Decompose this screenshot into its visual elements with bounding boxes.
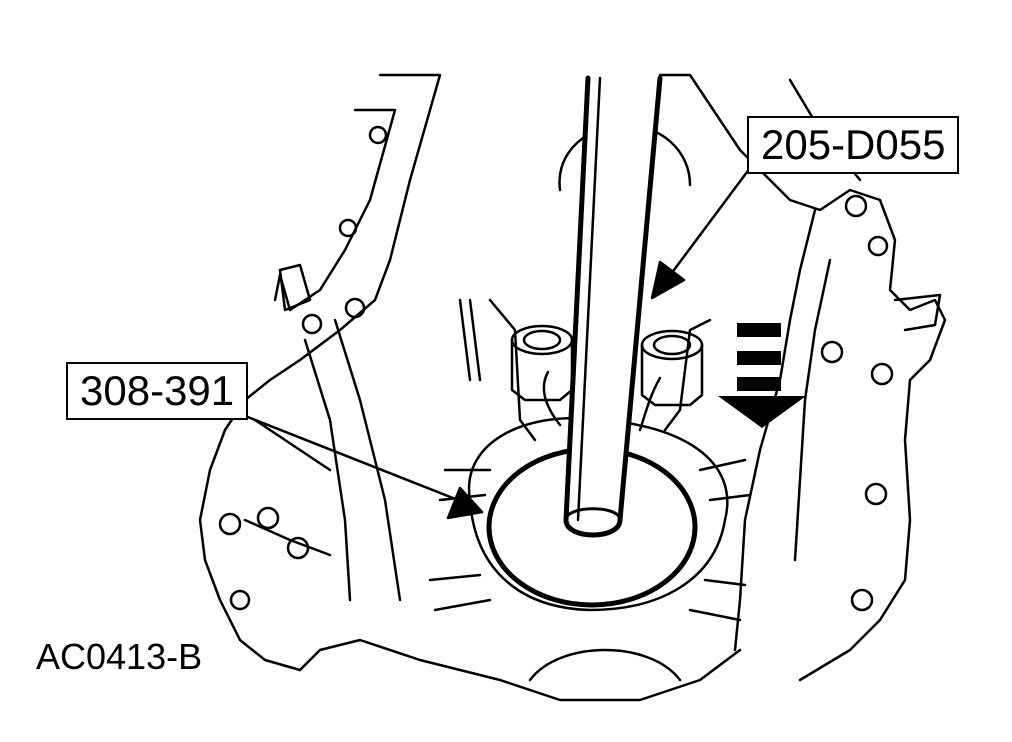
tool-shaft bbox=[563, 75, 663, 538]
housing-web-2 bbox=[458, 298, 482, 382]
dowel-right bbox=[640, 343, 704, 407]
bolt-hole bbox=[218, 512, 242, 536]
tool-shaft-end bbox=[564, 507, 622, 522]
case-rib-right bbox=[793, 258, 832, 562]
dowel-right-bore bbox=[652, 334, 692, 356]
bolt-hole bbox=[850, 588, 874, 612]
case-rib-left-2 bbox=[333, 318, 402, 602]
dowel-right-top bbox=[640, 329, 704, 361]
bolt-hole bbox=[870, 362, 894, 386]
leader-arrowhead-tool bbox=[650, 260, 686, 300]
housing-web bbox=[488, 298, 712, 442]
leader-arrowhead-installer bbox=[446, 486, 484, 520]
callout-installer-308-391: 308-391 bbox=[66, 362, 249, 420]
bolt-hole bbox=[867, 235, 889, 257]
bolt-hole bbox=[844, 194, 868, 218]
bolt-hole bbox=[338, 218, 358, 238]
bolt-hole bbox=[344, 297, 366, 319]
case-rib-left-3 bbox=[243, 418, 332, 557]
direction-arrow-icon bbox=[718, 323, 806, 428]
case-outline-left-inner bbox=[273, 108, 397, 312]
bolt-hole bbox=[864, 482, 888, 506]
housing-lower-arc bbox=[528, 648, 682, 682]
dowel-left-bore bbox=[522, 329, 562, 351]
bolt-hole bbox=[229, 589, 251, 611]
case-outline-right bbox=[658, 73, 947, 682]
bolt-hole bbox=[286, 536, 310, 560]
figure-id: AC0413-B bbox=[36, 636, 203, 677]
case-flange-right bbox=[893, 293, 942, 332]
bore-outer-ring bbox=[467, 416, 729, 612]
bolt-hole bbox=[301, 313, 323, 335]
dowel-left-top bbox=[510, 324, 574, 356]
tool-shaft-highlight bbox=[576, 76, 602, 522]
leader-line-tool bbox=[666, 166, 752, 280]
bolt-hole bbox=[256, 506, 280, 530]
bolt-hole bbox=[820, 340, 844, 364]
dowel-left-clip bbox=[542, 370, 562, 427]
case-rib-left-1 bbox=[303, 338, 352, 602]
leader-line-installer bbox=[228, 408, 460, 502]
callout-tool-205-d055: 205-D055 bbox=[747, 116, 960, 174]
bolt-hole bbox=[368, 125, 388, 145]
case-edge-bottom bbox=[298, 638, 742, 702]
case-flange-left bbox=[278, 263, 312, 312]
